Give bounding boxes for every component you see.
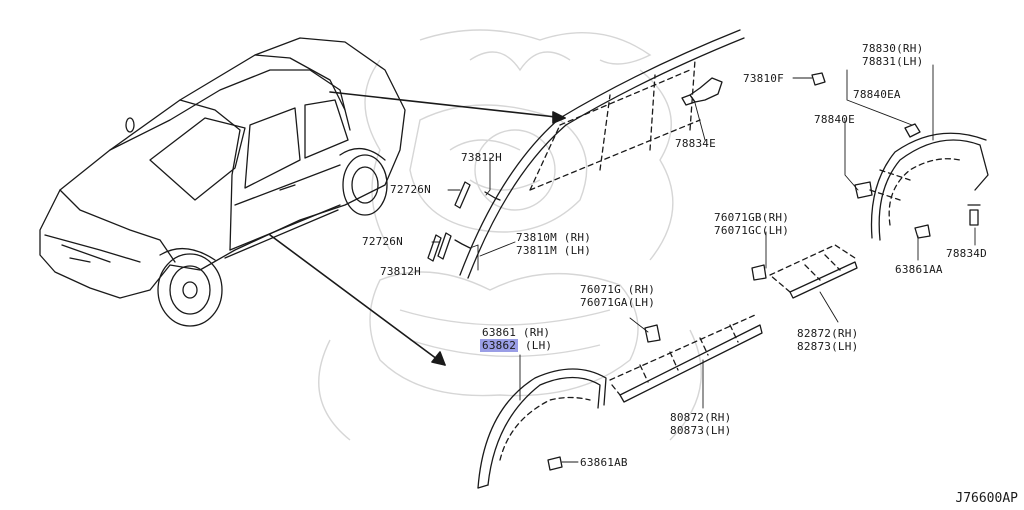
label-63861AB: 63861AB	[580, 456, 628, 469]
callout-arrows	[269, 91, 566, 366]
front-arch-molding-63861	[477, 368, 607, 489]
label-80873: 80873(LH)	[670, 424, 732, 437]
vehicle-illustration	[39, 37, 406, 327]
label-78831: 78831(LH)	[862, 55, 924, 68]
label-72726N-lower: 72726N	[362, 235, 403, 248]
label-76071GB: 76071GB(RH)	[714, 211, 790, 224]
label-78840E: 78840E	[814, 113, 855, 126]
label-63862: 63862 (LH)	[480, 339, 553, 352]
label-73811M: 73811M (LH)	[516, 244, 592, 257]
label-63861AA: 63861AA	[895, 263, 943, 276]
label-73812H-upper: 73812H	[461, 151, 502, 164]
label-76071GC: 76071GC(LH)	[714, 224, 790, 237]
label-63862-side: (LH)	[518, 339, 553, 352]
label-73810F: 73810F	[743, 72, 784, 85]
leader-lines	[431, 64, 976, 463]
label-76071G: 76071G (RH)	[580, 283, 656, 296]
label-78834E: 78834E	[675, 137, 716, 150]
diagram-code: J76600AP	[955, 491, 1018, 506]
label-73810M: 73810M (RH)	[516, 231, 592, 244]
clip-72726N-parts	[427, 181, 501, 262]
label-82873: 82873(LH)	[797, 340, 859, 353]
rear-sill-molding-82872	[769, 244, 858, 299]
label-72726N-upper: 72726N	[390, 183, 431, 196]
roof-molding-73810M	[459, 29, 745, 279]
sill-molding-80872	[609, 314, 763, 403]
label-63861: 63861 (RH)	[482, 326, 551, 339]
watermark-emblem	[318, 29, 702, 441]
label-78830: 78830(RH)	[862, 42, 924, 55]
label-78840EA: 78840EA	[853, 88, 901, 101]
highlighted-part-number[interactable]: 63862	[480, 339, 519, 352]
label-80872: 80872(RH)	[670, 411, 732, 424]
rear-arch-molding-78830	[869, 132, 989, 241]
label-73812H-lower: 73812H	[380, 265, 421, 278]
label-82872: 82872(RH)	[797, 327, 859, 340]
label-78834D: 78834D	[946, 247, 987, 260]
label-76071GA: 76071GA(LH)	[580, 296, 656, 309]
